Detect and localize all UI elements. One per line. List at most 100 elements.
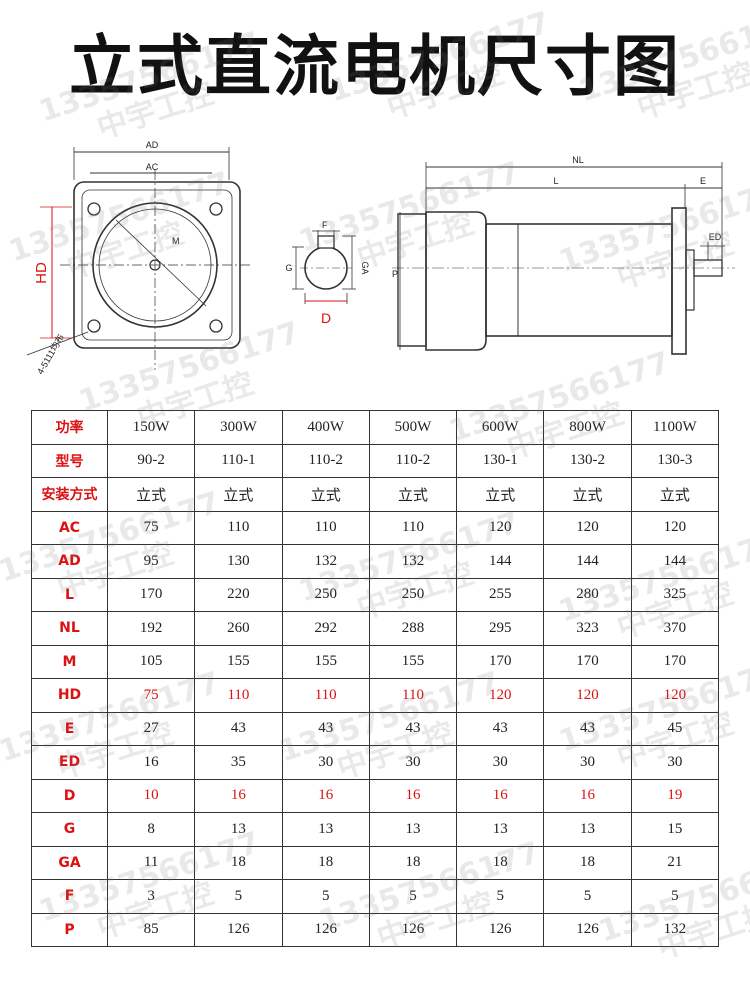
table-cell: 18 xyxy=(368,845,458,880)
row-header: F xyxy=(31,879,108,914)
table-cell: 126 xyxy=(281,912,370,947)
table-cell: 13 xyxy=(281,812,370,847)
table-cell: 11 xyxy=(106,845,196,880)
table-cell: 144 xyxy=(543,544,632,579)
table-cell: 21 xyxy=(630,845,720,880)
table-cell: 45 xyxy=(630,711,720,746)
row-header: 安装方式 xyxy=(31,477,108,512)
table-cell: 5 xyxy=(456,879,545,914)
side-view xyxy=(392,162,735,355)
table-cell: 192 xyxy=(106,611,196,646)
table-cell: 132 xyxy=(281,544,370,579)
label-g: G xyxy=(285,263,292,273)
table-cell: 85 xyxy=(106,912,196,947)
table-cell: 130 xyxy=(194,544,283,579)
table-cell: 43 xyxy=(368,711,458,746)
table-cell: 5 xyxy=(281,879,370,914)
table-row: 安装方式立式立式立式立式立式立式立式 xyxy=(31,477,720,512)
table-cell: 16 xyxy=(368,778,458,813)
table-cell: 27 xyxy=(106,711,196,746)
row-header: 型号 xyxy=(31,443,108,478)
table-cell: 16 xyxy=(456,778,545,813)
table-cell: 126 xyxy=(456,912,545,947)
table-cell: 16 xyxy=(543,778,632,813)
table-cell: 144 xyxy=(630,544,720,579)
table-cell: 30 xyxy=(281,745,370,780)
table-cell: 1100W xyxy=(630,410,720,445)
table-cell: 5 xyxy=(630,879,720,914)
table-cell: 30 xyxy=(543,745,632,780)
table-cell: 120 xyxy=(456,510,545,545)
table-cell: 13 xyxy=(456,812,545,847)
table-cell: 126 xyxy=(194,912,283,947)
table-cell: 370 xyxy=(630,611,720,646)
table-cell: 325 xyxy=(630,577,720,612)
row-header: ED xyxy=(31,745,108,780)
table-cell: 120 xyxy=(630,678,720,713)
table-cell: 16 xyxy=(106,745,196,780)
label-ga: GA xyxy=(360,261,370,274)
table-cell: 292 xyxy=(281,611,370,646)
hole-note: 4-5111均布 xyxy=(34,332,66,376)
table-cell: 110 xyxy=(281,678,370,713)
table-cell: 16 xyxy=(281,778,370,813)
table-cell: 110 xyxy=(194,678,283,713)
table-cell: 18 xyxy=(456,845,545,880)
table-cell: 170 xyxy=(106,577,196,612)
label-p: P xyxy=(392,269,398,279)
motor-drawing-svg: AD AC HD M 4-5111均布 F G GA D xyxy=(26,140,735,376)
table-cell: 立式 xyxy=(194,477,283,512)
table-cell: 323 xyxy=(543,611,632,646)
table-cell: 105 xyxy=(106,644,196,679)
table-cell: 288 xyxy=(368,611,458,646)
table-cell: 400W xyxy=(281,410,370,445)
row-header: HD xyxy=(31,678,108,713)
table-cell: 130-2 xyxy=(543,443,632,478)
table-cell: 16 xyxy=(194,778,283,813)
table-cell: 280 xyxy=(543,577,632,612)
table-cell: 132 xyxy=(630,912,720,947)
table-cell: 8 xyxy=(106,812,196,847)
table-cell: 立式 xyxy=(106,477,196,512)
table-cell: 170 xyxy=(456,644,545,679)
table-cell: 30 xyxy=(368,745,458,780)
table-cell: 500W xyxy=(368,410,458,445)
table-cell: 250 xyxy=(281,577,370,612)
table-cell: 150W xyxy=(106,410,196,445)
table-cell: 144 xyxy=(456,544,545,579)
table-cell: 260 xyxy=(194,611,283,646)
table-cell: 250 xyxy=(368,577,458,612)
row-header: NL xyxy=(31,611,108,646)
table-cell: 立式 xyxy=(630,477,720,512)
table-cell: 15 xyxy=(630,812,720,847)
row-header: G xyxy=(31,812,108,847)
table-cell: 295 xyxy=(456,611,545,646)
row-header: GA xyxy=(31,845,108,880)
table-cell: 30 xyxy=(630,745,720,780)
label-m: M xyxy=(172,236,180,246)
table-cell: 220 xyxy=(194,577,283,612)
row-header: AC xyxy=(31,510,108,545)
label-d: D xyxy=(321,310,331,326)
row-header: M xyxy=(31,644,108,679)
table-cell: 立式 xyxy=(456,477,545,512)
table-cell: 600W xyxy=(456,410,545,445)
table-cell: 43 xyxy=(543,711,632,746)
table-cell: 130-3 xyxy=(630,443,720,478)
table-cell: 13 xyxy=(368,812,458,847)
label-nl: NL xyxy=(572,155,584,165)
page-title: 立式直流电机尺寸图 xyxy=(69,28,681,105)
front-view xyxy=(26,147,250,370)
table-cell: 5 xyxy=(194,879,283,914)
table-cell: 43 xyxy=(281,711,370,746)
label-hd: HD xyxy=(33,262,50,284)
